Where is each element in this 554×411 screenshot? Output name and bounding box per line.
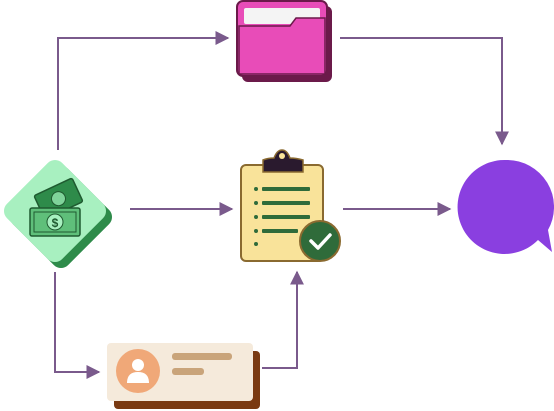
chat-bubble-icon — [457, 159, 554, 254]
connectors — [54, 31, 509, 379]
pink-folder-icon — [236, 0, 332, 82]
clipboard-checklist-icon — [240, 149, 341, 262]
user-profile-card-icon — [107, 343, 260, 409]
money-diamond-icon: $ — [3, 159, 113, 269]
checklist-lines — [254, 187, 310, 246]
edge-money-to-profile-card — [54, 272, 101, 379]
edge-folder-to-chat — [340, 37, 509, 146]
check-mark-icon — [309, 233, 332, 250]
edge-profile-card-to-checklist — [262, 270, 304, 369]
edge-money-to-folder — [57, 31, 230, 150]
svg-text:$: $ — [52, 216, 59, 230]
